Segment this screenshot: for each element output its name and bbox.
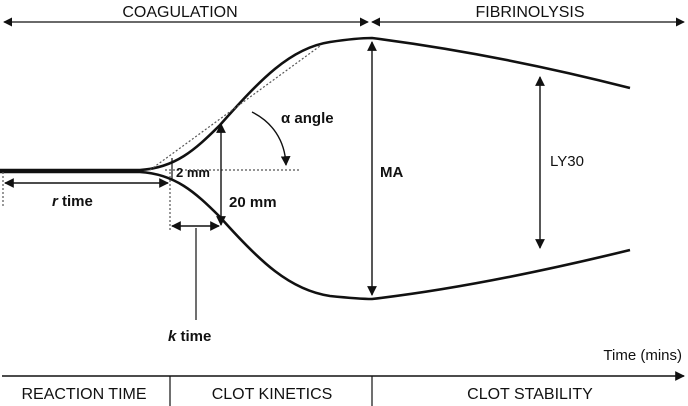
phase-clot-kinetics: CLOT KINETICS: [212, 386, 333, 403]
phase-clot-stability: CLOT STABILITY: [467, 386, 593, 403]
coagulation-label: COAGULATION: [122, 4, 237, 21]
time-axis-label: Time (mins): [603, 347, 682, 364]
r-time-italic: r: [52, 193, 59, 210]
alpha-symbol: α: [281, 110, 291, 127]
k-time-italic: k: [168, 328, 177, 345]
trace-upper: [0, 36, 631, 172]
two-mm-label: 2 mm: [176, 165, 210, 180]
twenty-mm-label: 20 mm: [229, 194, 277, 211]
phase-reaction-time: REACTION TIME: [21, 386, 146, 403]
k-time-label: k time: [168, 328, 211, 345]
alpha-tangent-line: [149, 45, 321, 171]
k-time-rest: time: [176, 328, 211, 345]
fibrinolysis-label: FIBRINOLYSIS: [475, 4, 584, 21]
ly30-label: LY30: [550, 153, 584, 170]
r-time-rest: time: [58, 193, 93, 210]
trace-lower: [0, 170, 631, 301]
ma-label: MA: [380, 164, 403, 181]
alpha-angle-label: α angle: [281, 110, 334, 127]
r-time-label: r time: [52, 193, 93, 210]
alpha-arc: [251, 111, 291, 166]
alpha-rest: angle: [290, 110, 333, 127]
